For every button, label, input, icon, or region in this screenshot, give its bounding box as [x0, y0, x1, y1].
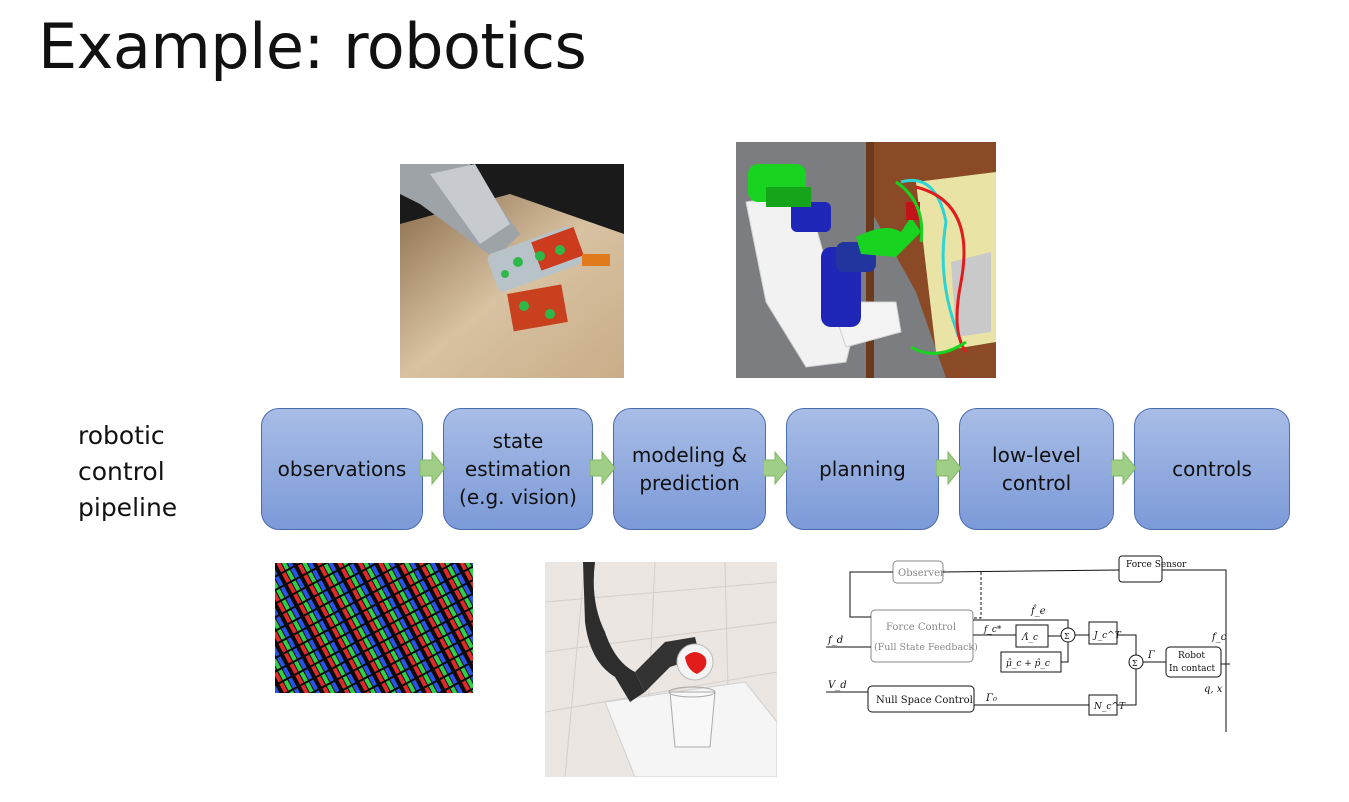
- stage-low-level-control: low-level control: [959, 408, 1114, 530]
- null-space-label: Null Space Control: [876, 695, 973, 706]
- gamma-label: Γ: [1147, 650, 1156, 661]
- observer-label: Observer: [898, 568, 945, 579]
- force-control-sub-label: (Full State Feedback): [874, 642, 978, 653]
- slide-title: Example: robotics: [38, 10, 587, 83]
- robot-arm-cup-image: [545, 562, 777, 777]
- stage-state-estimation: state estimation (e.g. vision): [443, 408, 593, 530]
- stage-controls: controls: [1134, 408, 1290, 530]
- stage-modeling-prediction: modeling & prediction: [613, 408, 766, 530]
- stage-planning: planning: [786, 408, 939, 530]
- mu-p-label: μ̂_c + p̂_c: [1006, 658, 1050, 669]
- fc-star-label: f_c*: [983, 625, 1002, 635]
- force-control-label: Force Control: [886, 622, 956, 633]
- sum-node-2: Σ: [1132, 659, 1138, 668]
- robot-hand-grasp-image: [400, 164, 624, 378]
- side-label-line: pipeline: [78, 493, 178, 522]
- pipeline-arrow: [763, 450, 789, 486]
- force-control-block-diagram: Observer Force Sensor Force Control (Ful…: [826, 552, 1230, 732]
- pipeline-arrow: [590, 450, 616, 486]
- lambda-label: Λ̂_c: [1021, 632, 1038, 643]
- jt-label: J_c^T: [1092, 631, 1122, 641]
- fe-hat-label: f̂_e: [1030, 605, 1046, 617]
- rgb-pixel-image: [275, 563, 473, 693]
- nt-label: N_c^T: [1093, 702, 1126, 712]
- side-label-line: robotic: [78, 421, 165, 450]
- qx-label: q, x: [1204, 684, 1223, 695]
- force-sensor-label: Force Sensor: [1126, 560, 1187, 570]
- fc-label: f_c: [1211, 632, 1227, 643]
- stage-observations: observations: [261, 408, 423, 530]
- pipeline-arrow: [1111, 450, 1137, 486]
- vd-label: V_d: [828, 680, 847, 691]
- side-label-line: control: [78, 457, 165, 486]
- sum-node-1: Σ: [1064, 632, 1070, 641]
- pr2-simulation-image: [736, 142, 996, 378]
- pipeline-arrow: [936, 450, 962, 486]
- robot-contact-label: In contact: [1169, 664, 1215, 674]
- fd-label: f_d: [827, 635, 843, 646]
- pipeline-arrow: [420, 450, 446, 486]
- robot-label: Robot: [1178, 651, 1205, 661]
- pipeline-side-label: robotic control pipeline: [78, 418, 177, 526]
- gamma0-label: Γ₀: [985, 693, 997, 704]
